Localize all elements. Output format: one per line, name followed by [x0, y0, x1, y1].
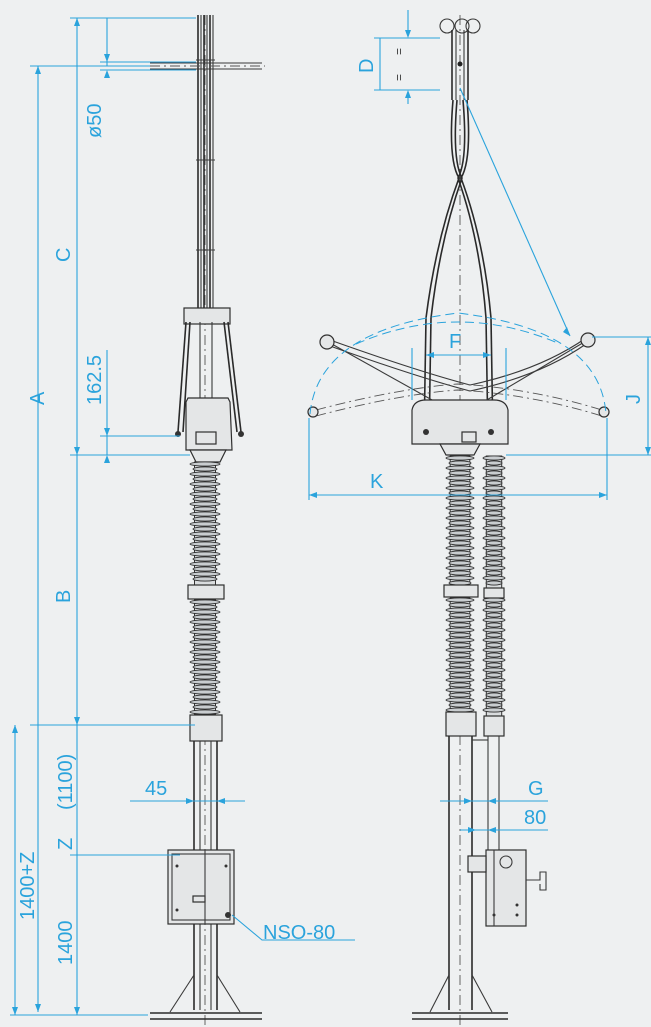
arm-frame	[177, 307, 242, 433]
swing-arms	[307, 332, 610, 418]
swing-arc-inner	[355, 321, 561, 345]
dimension-lines	[10, 10, 651, 1016]
right-aux-base-flange	[483, 715, 505, 737]
dim-162-label: 162.5	[84, 355, 106, 405]
right-support-column	[412, 736, 508, 1020]
right-head-box	[411, 399, 509, 456]
top-contact-heads	[439, 18, 481, 100]
left-insulator-upper	[189, 461, 221, 586]
dim-f-label: F	[449, 331, 461, 353]
left-base-flange	[189, 714, 223, 742]
right-aux-insulator-upper	[482, 455, 506, 589]
dim-z-label: Z	[55, 838, 77, 850]
right-drive-box	[467, 849, 547, 927]
dim-b-label: B	[53, 590, 75, 603]
right-main-insulator-upper	[445, 455, 475, 586]
nso-80-cabinet	[167, 849, 235, 925]
dim-1400-label: 1400	[55, 921, 77, 966]
left-view	[110, 15, 265, 1027]
top-conductor-tubes	[196, 15, 215, 320]
dim-1100-label: (1100)	[55, 754, 77, 810]
dim-45-label: 45	[145, 778, 167, 800]
dim-c-label: C	[53, 248, 75, 262]
right-main-insulator-lower	[445, 597, 475, 713]
dimension-labels: A C B ø50 162.5 (1100) Z 1400+Z 1400 45 …	[17, 48, 645, 965]
right-aux-mid-flange	[483, 587, 505, 599]
right-view	[307, 15, 610, 1027]
right-aux-insulator-lower	[482, 597, 506, 717]
dim-k-label: K	[370, 471, 384, 493]
dim-j-label: J	[623, 394, 645, 404]
swing-arc-outer	[309, 312, 607, 415]
dim-d-label: D	[356, 59, 378, 73]
equal-mark-bottom: =	[392, 74, 406, 81]
nso-80-label: NSO-80	[263, 922, 335, 944]
left-base-plate	[150, 974, 262, 1020]
left-mid-flange	[187, 584, 225, 600]
dim-g-label: G	[528, 778, 544, 800]
dim-dia50-label: ø50	[84, 104, 106, 138]
crossing-arms	[423, 99, 494, 441]
equal-mark-top: =	[392, 48, 406, 55]
dim-1400z-label: 1400+Z	[17, 852, 39, 920]
left-head-box	[175, 397, 244, 463]
dim-80-label: 80	[524, 807, 546, 829]
right-base-flange	[445, 711, 477, 737]
dim-a-label: A	[27, 391, 49, 405]
right-mid-flange	[443, 584, 479, 598]
left-insulator-lower	[189, 599, 221, 715]
